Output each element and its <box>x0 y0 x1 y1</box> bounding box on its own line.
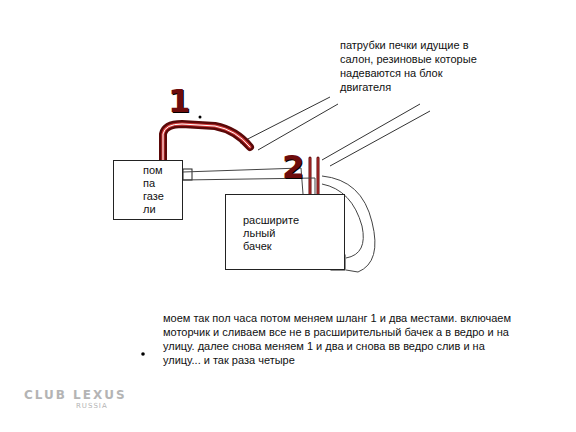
tank-box: расширите льный бачек <box>225 194 345 270</box>
pump-box: пом па газе ли <box>113 160 183 220</box>
node-label: пом па газе ли <box>143 164 177 216</box>
note-text: патрубки печки идущие в салон, резиновые… <box>340 38 482 94</box>
leader-lines <box>240 97 430 166</box>
instruction-text: моем так пол часа потом меняем шланг 1 и… <box>163 311 515 367</box>
watermark: RUSSIA <box>76 402 108 411</box>
watermark: CLUB LEXUS <box>24 388 127 402</box>
callout-number: 2 <box>282 150 304 184</box>
pump-nipple <box>183 169 192 180</box>
node-label: расширите льный бачек <box>243 214 305 253</box>
callout-number: 1 <box>168 84 190 118</box>
hose-1 <box>163 116 250 163</box>
dot <box>141 352 145 356</box>
